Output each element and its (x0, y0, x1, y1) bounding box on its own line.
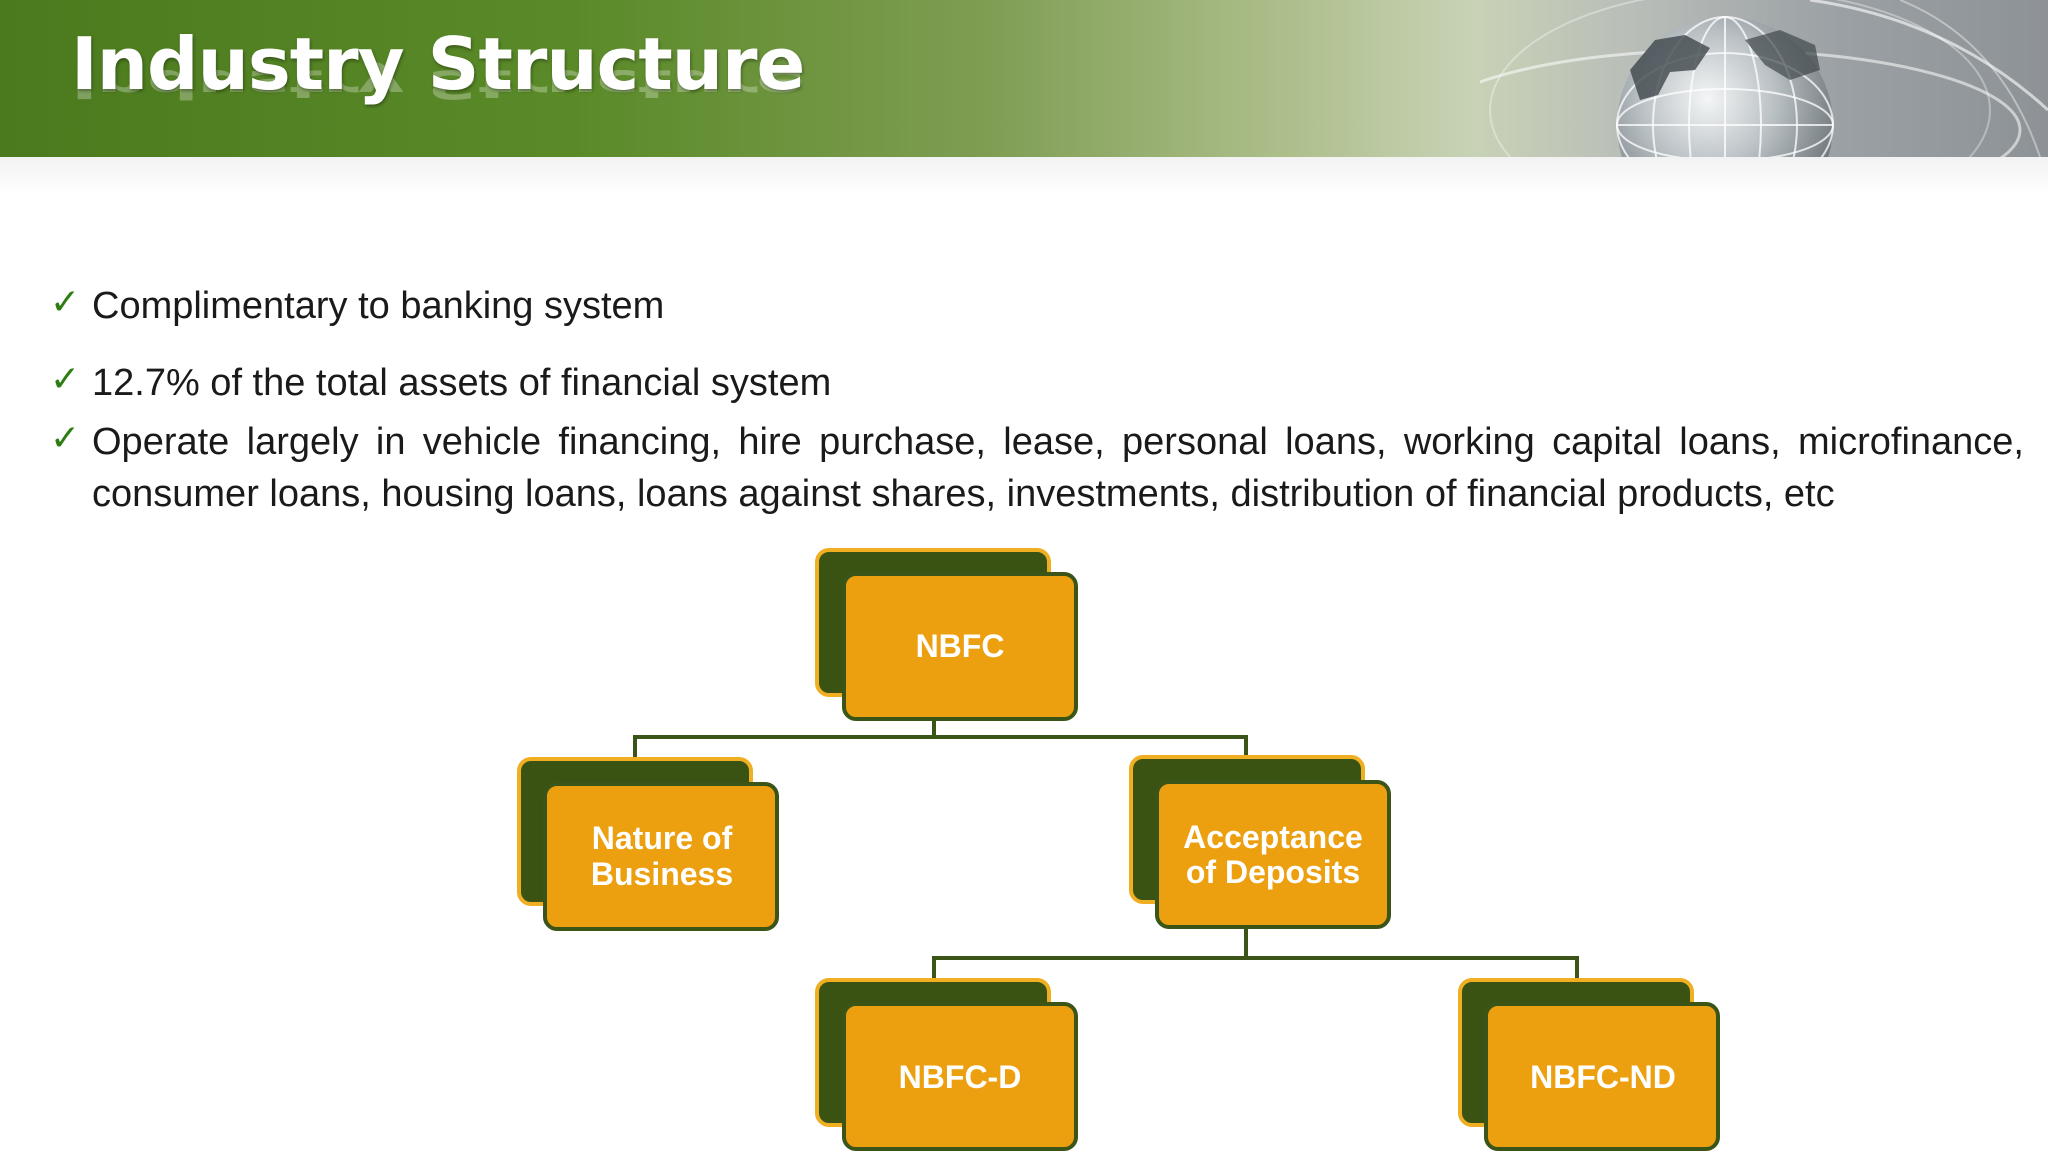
checkmark-icon: ✓ (50, 359, 81, 400)
node-front-panel (842, 1002, 1078, 1151)
node-nature-of-business: Nature of Business (517, 757, 779, 931)
bullet-text: 12.7% of the total assets of financial s… (92, 362, 832, 404)
bullet-text: Operate largely in vehicle financing, hi… (92, 421, 2024, 515)
node-label-line2: Business (591, 856, 733, 892)
node-front-panel (1155, 780, 1391, 929)
node-label: NBFC (916, 628, 1005, 664)
connector-root-deposits (934, 735, 1248, 758)
bullet-item: ✓ Operate largely in vehicle financing, … (50, 416, 2024, 520)
title-banner: Industry Structure Industry Structure (0, 0, 2048, 157)
node-label-line1: Nature of (592, 820, 733, 856)
checkmark-icon: ✓ (50, 282, 81, 323)
connector-deposits-nbfc-d (932, 928, 1248, 980)
node-front-panel (842, 572, 1078, 721)
node-label: NBFC-ND (1530, 1059, 1676, 1095)
bullet-text: Complimentary to banking system (92, 285, 665, 327)
node-label-line1: Acceptance (1183, 819, 1363, 855)
node-label: NBFC-D (899, 1059, 1022, 1095)
globe-graphic (1480, 0, 2048, 157)
bullet-item: ✓ 12.7% of the total assets of financial… (50, 357, 2024, 409)
node-label-line2: of Deposits (1186, 854, 1360, 890)
node-nbfc: NBFC (815, 548, 1078, 721)
checkmark-icon: ✓ (50, 418, 81, 459)
slide-title: Industry Structure (71, 22, 805, 106)
node-nbfc-nd: NBFC-ND (1458, 978, 1720, 1151)
node-front-panel (543, 782, 779, 931)
connector-deposits-nbfc-nd (1246, 956, 1579, 980)
banner-shadow (0, 157, 2048, 195)
node-acceptance-of-deposits: Acceptance of Deposits (1129, 755, 1391, 929)
node-front-panel (1484, 1002, 1720, 1151)
node-nbfc-d: NBFC-D (815, 978, 1078, 1151)
bullet-item: ✓ Complimentary to banking system (50, 280, 2024, 332)
